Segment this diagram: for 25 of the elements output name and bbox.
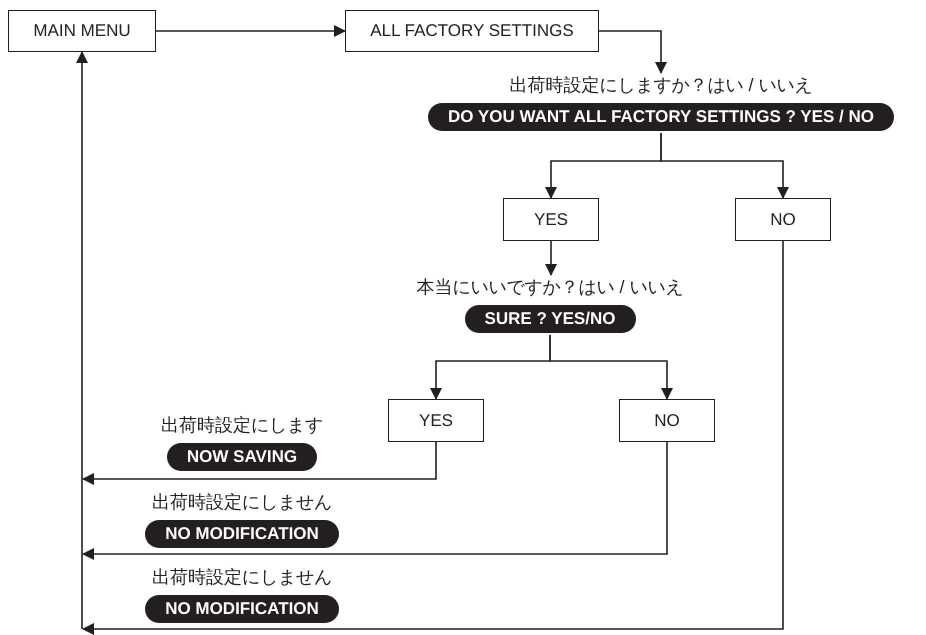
- arrow: [76, 51, 88, 629]
- question-text: 出荷時設定にしません: [152, 566, 332, 589]
- menu-box: YES: [503, 198, 599, 241]
- menu-box: NO: [735, 198, 831, 241]
- message-pill: NO MODIFICATION: [145, 520, 339, 548]
- message-pill: NOW SAVING: [166, 443, 318, 471]
- menu-box: ALL FACTORY SETTINGS: [345, 10, 599, 52]
- message-pill: NO MODIFICATION: [145, 595, 339, 623]
- menu-box: MAIN MENU: [8, 10, 156, 52]
- arrow: [82, 442, 437, 485]
- arrow: [82, 442, 668, 560]
- message-pill: DO YOU WANT ALL FACTORY SETTINGS ? YES / NO: [428, 103, 894, 131]
- arrow: [156, 25, 346, 37]
- message-pill: SURE ? YES/NO: [464, 305, 636, 333]
- question-text: 本当にいいですか？はい / いいえ: [416, 276, 684, 299]
- arrow: [599, 30, 667, 74]
- arrow: [545, 241, 557, 276]
- arrow: [549, 335, 673, 400]
- menu-box: NO: [619, 399, 715, 442]
- question-text: 出荷時設定にしますか？はい / いいえ: [509, 74, 812, 97]
- question-text: 出荷時設定にしません: [152, 491, 332, 514]
- arrow: [660, 133, 789, 199]
- menu-box: YES: [388, 399, 484, 442]
- arrow: [82, 241, 784, 635]
- question-text: 出荷時設定にします: [161, 414, 323, 437]
